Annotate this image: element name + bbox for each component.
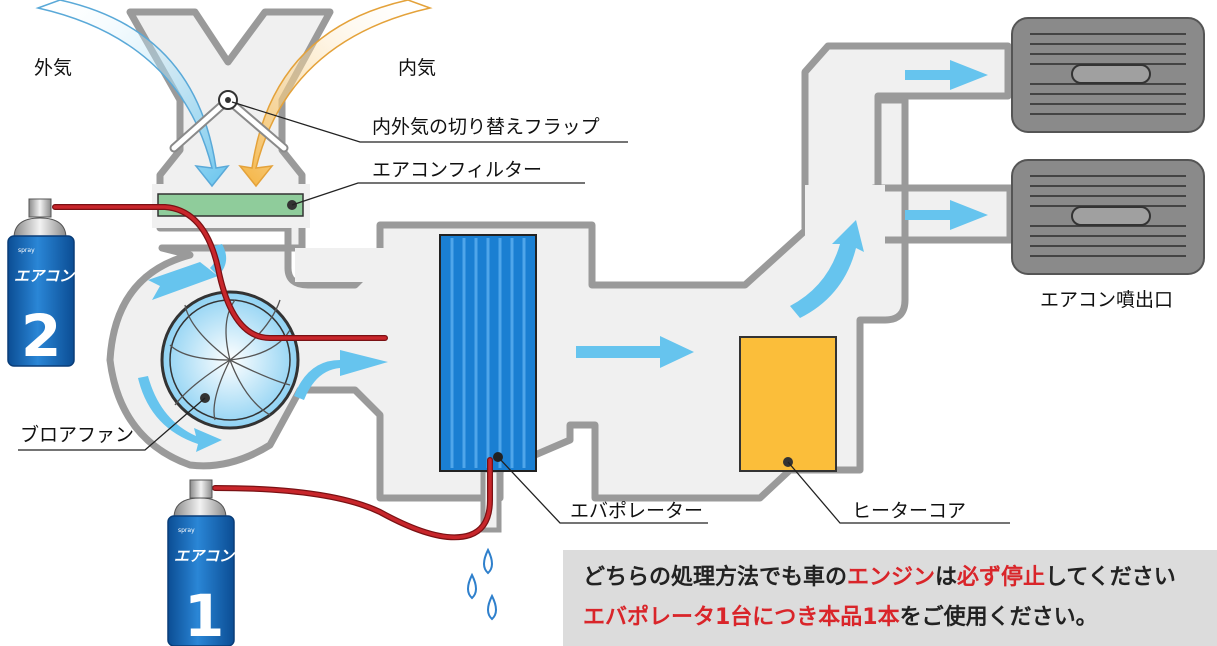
spray-can-2: spray エアコン 2 (7, 198, 76, 370)
notice-line2-segment-0: エバポレータ1台につき本品1本 (583, 605, 900, 630)
notice-line1-segment-2: は (935, 565, 958, 590)
can2-brand: エアコン (14, 267, 76, 285)
evaporator (439, 234, 537, 472)
heater-core (739, 336, 837, 472)
air-duct (106, 8, 1014, 533)
notice-line2-segment-1: をご使用ください。 (899, 605, 1098, 630)
outside-air-arrow (35, 0, 230, 188)
notice-line-1: どちらの処理方法でも車のエンジンは必ず停止してください (583, 558, 1217, 598)
svg-text:spray: spray (18, 247, 35, 254)
label-evaporator: エバポレーター (570, 500, 703, 522)
inside-air-arrow (238, 0, 433, 188)
label-outside-air: 外気 (34, 57, 72, 79)
label-filter: エアコンフィルター (372, 159, 542, 181)
notice-box: どちらの処理方法でも車のエンジンは必ず停止してください エバポレータ1台につき本… (563, 550, 1217, 646)
label-inside-air: 内気 (398, 57, 436, 79)
notice-line1-segment-4: してください (1045, 565, 1176, 590)
notice-line1-segment-0: どちらの処理方法でも車の (583, 565, 848, 590)
label-heater-core: ヒーターコア (852, 500, 966, 522)
can1-number: 1 (184, 582, 224, 646)
ac-outlet-lower (1011, 159, 1205, 275)
notice-line1-segment-1: エンジン (847, 565, 936, 590)
label-outlet: エアコン噴出口 (1040, 289, 1173, 311)
can1-brand: エアコン (174, 547, 236, 565)
water-drops (467, 547, 497, 621)
intake-flap (169, 90, 289, 153)
spray-can-1: spray エアコン 1 (167, 479, 236, 646)
leader-lines (18, 101, 1010, 524)
label-flap: 内外気の切り替えフラップ (372, 116, 600, 138)
notice-line1-segment-3: 必ず停止 (957, 565, 1046, 590)
notice-line-2: エバポレータ1台につき本品1本をご使用ください。 (583, 598, 1217, 638)
can2-number: 2 (21, 302, 61, 370)
svg-text:spray: spray (178, 527, 195, 534)
airflow-arrows (138, 60, 988, 452)
blower-fan (160, 290, 300, 430)
ac-outlet-upper (1011, 17, 1205, 133)
label-blower: ブロアファン (20, 423, 134, 446)
